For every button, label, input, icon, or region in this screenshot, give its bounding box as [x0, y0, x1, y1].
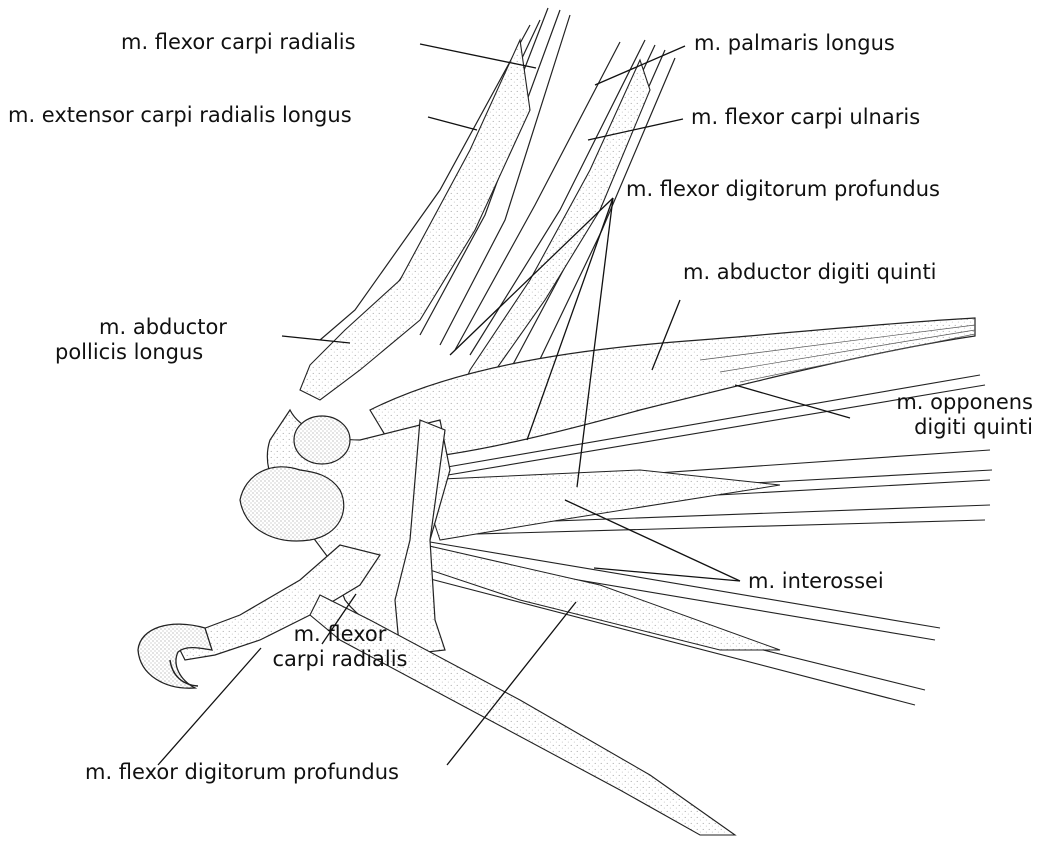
label-flexor-carpi-radialis-bottom: m. flexor carpi radialis — [266, 622, 414, 672]
label-flexor-carpi-ulnaris: m. flexor carpi ulnaris — [691, 105, 920, 130]
label-abductor-pollicis-longus-line1: m. abductor — [55, 315, 271, 340]
label-opponens-digiti-quinti-line1: m. opponens — [845, 390, 1033, 415]
label-flexor-carpi-radialis-bottom-line2: carpi radialis — [266, 647, 414, 672]
label-abductor-pollicis-longus: m. abductor pollicis longus — [55, 315, 271, 365]
label-extensor-carpi-radialis-longus: m. extensor carpi radialis longus — [8, 103, 352, 128]
label-flexor-digitorum-profundus-top: m. flexor digitorum profundus — [626, 177, 940, 202]
label-abductor-pollicis-longus-line2: pollicis longus — [55, 340, 271, 365]
interossei-muscle — [420, 470, 780, 540]
label-palmaris-longus: m. palmaris longus — [694, 31, 895, 56]
label-flexor-digitorum-profundus-bottom: m. flexor digitorum profundus — [85, 760, 399, 785]
interossei-muscle-lower — [425, 545, 780, 650]
label-opponens-digiti-quinti-line2: digiti quinti — [845, 415, 1033, 440]
pisiform-bone — [294, 416, 350, 464]
label-flexor-carpi-radialis-top: m. flexor carpi radialis — [121, 30, 356, 55]
carpal-bone — [240, 467, 344, 541]
label-interossei: m. interossei — [748, 569, 884, 594]
label-abductor-digiti-quinti: m. abductor digiti quinti — [683, 260, 937, 285]
label-flexor-carpi-radialis-bottom-line1: m. flexor — [266, 622, 414, 647]
label-opponens-digiti-quinti: m. opponens digiti quinti — [845, 390, 1033, 440]
